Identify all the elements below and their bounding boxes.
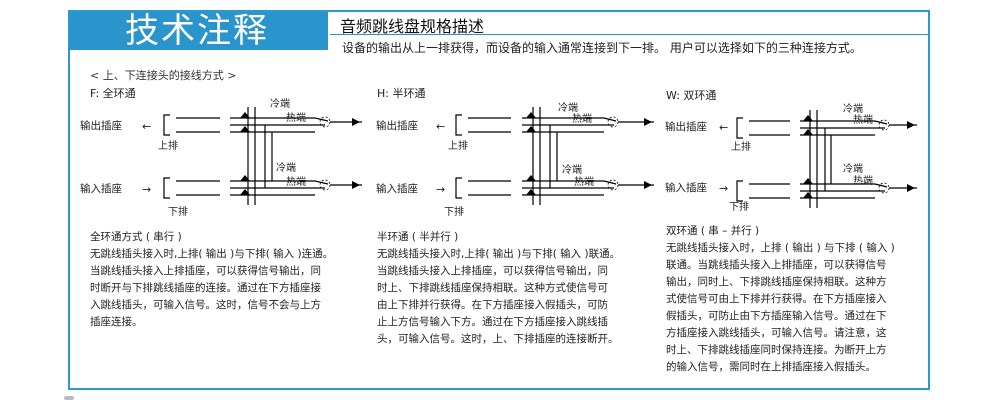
hot-label: 热端 [572, 112, 592, 125]
description-line: 式使信号可由上下排并行获得。在下方插座接入 [666, 293, 887, 305]
arrow-out-label: ← [142, 120, 151, 133]
hot-label: 热端 [286, 175, 306, 188]
hot-label: 热端 [574, 175, 594, 188]
subtitle-divider [330, 34, 928, 35]
input-jack-label: 输入插座 [80, 182, 122, 195]
scroll-indicator [64, 396, 74, 400]
diagram-half-loop: 输出插座 ← 输入插座 → 上排 下排 冷端 热端 冷端 热端 [376, 101, 654, 218]
description-line: 头，可输入信号。这时，上、下排插座的连接断开。 [377, 333, 619, 345]
description-line: 入跳线插头，可输入信号。这时，信号不会与上方 [90, 299, 321, 311]
diagram-double-loop: 输出插座 ← 输入插座 → 上排 下排 冷端 热端 冷端 热端 [665, 102, 917, 213]
description-line: 止上方信号输入下方。通过在下方插座接入跳线插 [377, 316, 608, 328]
hot-label: 热端 [853, 113, 873, 126]
page-subtitle: 音频跳线盘规格描述 [340, 17, 485, 36]
description-full-loop: 全环通方式 ( 串行 ) 无跳线插头接入时,上排( 输出 )与下排( 输入 )连… [90, 229, 365, 331]
diagram-full-loop: 输出插座 ← 输入插座 → 上排 下排 冷端 热端 冷端 热端 [80, 97, 362, 218]
description-line: 时上、下排跳线插座保持相联。这种方式使信号可 [377, 282, 608, 294]
column-label-double: W: 双环通 [666, 89, 717, 102]
input-jack-label: 输入插座 [376, 182, 418, 195]
description-line: 由上下排并行获得。在下方插座接入假插头，可防 [377, 299, 608, 311]
arrow-in-label: → [142, 183, 151, 196]
description-title: 全环通方式 ( 串行 ) [90, 231, 182, 243]
column-label-half: H: 半环通 [377, 87, 426, 100]
hot-label: 热端 [853, 174, 873, 187]
description-half-loop: 半环通 ( 半并行 ) 无跳线插头接入时,上排( 输出 )与下排( 输入 )联通… [377, 229, 657, 348]
upper-row-label: 上排 [448, 139, 468, 152]
description-line: 插座连接。 [90, 316, 143, 328]
description-line: 当跳线插头接入上排插座，可以获得信号输出，同 [377, 265, 608, 277]
description-line: 时断开与下排跳线插座的连接。通过在下方插座接 [90, 282, 321, 294]
cold-label: 冷端 [558, 101, 578, 114]
lower-row-label: 下排 [729, 200, 749, 213]
cold-label: 冷端 [276, 161, 296, 174]
output-jack-label: 输出插座 [376, 119, 418, 132]
arrow-out-label: ← [436, 120, 445, 133]
lower-row-label: 下排 [444, 205, 464, 218]
page-title: 技术注释 [70, 12, 328, 50]
description-line: 联通。当跳线插头接入上排插座，可以获得信号 [666, 259, 887, 271]
description-line: 时上、下排跳线插座同时保持连接。为断开上方 [666, 344, 887, 356]
column-label-full: F: 全环通 [90, 87, 136, 100]
upper-row-label: 上排 [158, 139, 178, 152]
description-line: 无跳线插头接入时，上排 ( 输出 ) 与下排 ( 输入 ) [666, 242, 895, 254]
output-jack-label: 输出插座 [80, 119, 122, 132]
description-line: 当跳线插头接入上排插座，可以获得信号输出，同 [90, 265, 321, 277]
description-line: 假插头，可防止由下方插座输入信号。通过在下 [666, 310, 887, 322]
arrow-out-label: ← [719, 121, 728, 134]
cold-label: 冷端 [843, 162, 863, 175]
description-line: 无跳线插头接入时,上排( 输出 )与下排( 输入 )联通。 [377, 248, 621, 260]
arrow-in-label: → [719, 182, 728, 195]
lower-row-label: 下排 [168, 205, 188, 218]
description-line: 无跳线插头接入时,上排( 输出 )与下排( 输入 )连通。 [90, 248, 334, 260]
description-line: 的输入信号，需同时在上排插座接入假插头。 [666, 361, 876, 373]
content-frame [68, 10, 930, 390]
cold-label: 冷端 [270, 97, 290, 110]
description-title: 半环通 ( 半并行 ) [377, 231, 459, 243]
section-heading: < 上、下连接头的接线方式 > [90, 69, 237, 82]
hot-label: 热端 [286, 111, 306, 124]
output-jack-label: 输出插座 [665, 120, 707, 133]
description-line: 方插座接入跳线插头，可输入信号。请注意，这 [666, 327, 887, 339]
upper-row-label: 上排 [731, 140, 751, 153]
description-double-loop: 双环通 ( 串 – 并行 ) 无跳线插头接入时，上排 ( 输出 ) 与下排 ( … [666, 223, 924, 376]
description-title: 双环通 ( 串 – 并行 ) [666, 225, 760, 237]
cold-label: 冷端 [843, 102, 863, 115]
description-line: 输出，同时上、下排跳线插座保持相联。这种方 [666, 276, 887, 288]
arrow-in-label: → [436, 183, 445, 196]
intro-text: 设备的输出从上一排获得，而设备的输入通常连接到下一排。 用户可以选择如下的三种连… [342, 41, 862, 55]
cold-label: 冷端 [562, 163, 582, 176]
input-jack-label: 输入插座 [665, 181, 707, 194]
